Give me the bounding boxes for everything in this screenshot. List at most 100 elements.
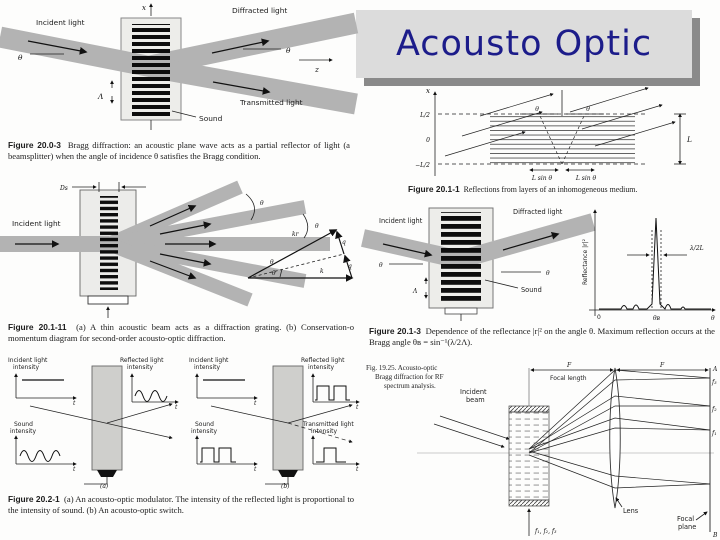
transducer	[444, 307, 478, 315]
sound-leader-line	[171, 110, 197, 118]
theta-right-label: θ	[586, 106, 590, 113]
b-sound-label-1: Sound	[195, 421, 214, 428]
ray-f2-a	[528, 395, 711, 450]
l-sin-theta-left: L sin θ	[531, 175, 553, 182]
diffracted-beam	[456, 213, 596, 269]
b-incident-label-2: intensity	[194, 364, 220, 371]
incident-light-label: Incident light	[36, 18, 85, 27]
theta-vec-tick	[279, 268, 283, 278]
diffracted-ray-fan	[528, 369, 711, 489]
b-incident-label-1: Incident light	[189, 357, 229, 364]
b-incident-ray	[210, 405, 289, 424]
a-sound-label-2: intensity	[10, 428, 36, 435]
layer-reflections-diagram: x L/2 0 −L/2 θ θ L sin θ L sin θ	[415, 86, 692, 182]
label-B: B	[712, 532, 718, 539]
ray-low-b	[528, 454, 711, 489]
figure-20-1-3: θ θ Λ Incident light Diffracted light So…	[361, 200, 720, 355]
b-reflected-label-1: Reflected light	[301, 357, 345, 364]
acoustic-stripes	[100, 196, 118, 290]
peak-width-label: λ/2L	[689, 245, 704, 252]
a-p2-wave	[134, 390, 168, 402]
x-axis-label: x	[426, 86, 431, 95]
figure-19-25: Fig. 19.25. Acousto-optic Bragg diffract…	[362, 356, 720, 540]
lens-label: Lens	[623, 507, 639, 515]
theta-arc-1	[245, 193, 255, 221]
focal-plane-label-2: plane	[678, 523, 696, 531]
a-cell	[91, 365, 123, 471]
ray-f3-a	[528, 369, 711, 450]
focal-plane-label-1: Focal	[677, 515, 694, 523]
ray-low-a	[528, 450, 711, 485]
diffracted-arrow	[502, 231, 560, 251]
ao-cell	[508, 411, 550, 501]
label-f123: f₁, f₂, f₃	[534, 528, 557, 535]
a-incident-label-2: intensity	[13, 364, 39, 371]
acoustic-wavefront-stripes	[132, 24, 170, 116]
incident-ray-1	[439, 415, 510, 440]
q-label-1: q	[348, 263, 352, 270]
sound-label: Sound	[199, 114, 223, 123]
title-banner: Acousto Optic	[356, 10, 692, 78]
b-sublabel: (b)	[281, 483, 290, 490]
k-label: k	[320, 268, 324, 275]
construction-dashed-right	[561, 115, 585, 165]
b-p4-t: t	[356, 466, 359, 473]
reflectance-axis-label: Reflectance |r|²	[582, 238, 589, 285]
focal-plane-leader	[695, 511, 708, 521]
x-theta-b: θʙ	[653, 315, 661, 322]
modulator-switch-diagram: Incident light intensity t Reflected lig…	[8, 357, 360, 490]
figure-20-1-1: x L/2 0 −L/2 θ θ L sin θ L sin θ	[390, 84, 720, 198]
reflected-ray-2	[581, 104, 663, 130]
q-label-2: q	[342, 239, 346, 246]
label-f1: f₁	[711, 430, 717, 437]
b-p3-pulses	[200, 447, 236, 463]
caption-tag: Figure 20.1-1	[408, 184, 460, 194]
ray-f1-b	[528, 427, 711, 454]
theta-left-label: θ	[18, 53, 23, 62]
z-axis-label: z	[314, 65, 319, 74]
cell-cap-top	[508, 405, 550, 413]
b-transmitted-label-2: intensity	[311, 428, 337, 435]
label-focal-length: Focal length	[550, 375, 587, 382]
incident-beam-label-2: beam	[466, 396, 485, 404]
a-p3-t: t	[73, 466, 76, 473]
label-F2: F	[659, 362, 665, 369]
caption-line-2: Bragg diffraction for RF	[375, 373, 444, 381]
figure-20-1-11: Ds Incident light θ θ kr k q q θ θ	[0, 180, 362, 348]
rf-spectrum-analysis-diagram: Fig. 19.25. Acousto-optic Bragg diffract…	[366, 362, 718, 539]
theta-vec-2: θ	[270, 259, 274, 266]
reflected-ray-3	[594, 121, 676, 147]
ray-f3-b	[528, 377, 711, 454]
bragg-diffraction-diagram: x z θ θ Λ Incident light Diffracted ligh…	[0, 3, 359, 130]
caption-tag: Figure 20.1-11	[8, 322, 67, 332]
reflected-ray-1	[569, 87, 649, 113]
x-theta: θ	[711, 315, 715, 322]
caption-tag: Figure 20.1-3	[369, 326, 421, 336]
a-incident-label-1: Incident light	[8, 357, 48, 364]
b-sound-label-2: intensity	[191, 428, 217, 435]
diffracted-light-label: Diffracted light	[232, 6, 287, 15]
label-f3: f₃	[711, 379, 717, 386]
a-transducer	[97, 470, 117, 477]
tick-zero: 0	[426, 137, 430, 144]
ds-label: Ds	[59, 185, 68, 192]
kr-label: kr	[292, 231, 300, 238]
b-p1-t: t	[254, 400, 257, 407]
x-zero: 0	[597, 314, 601, 321]
theta-arc-2	[302, 213, 309, 239]
label-f2: f₂	[711, 406, 717, 413]
tick-neg-l-half: −L/2	[415, 162, 430, 169]
transmitted-arrow	[212, 81, 271, 95]
kr-vector	[247, 229, 338, 279]
b-p2-t: t	[356, 404, 359, 411]
incident-ray-2	[461, 111, 543, 137]
incident-ray-1	[479, 93, 554, 117]
theta-left-label: θ	[535, 106, 539, 113]
figure-20-0-3: x z θ θ Λ Incident light Diffracted ligh…	[0, 0, 359, 178]
theta-label-2: θ	[315, 223, 319, 230]
b-p4-pulse	[316, 447, 346, 463]
theta-right-label: θ	[286, 46, 291, 55]
a-wire	[84, 477, 108, 485]
slide-title: Acousto Optic	[395, 24, 653, 64]
